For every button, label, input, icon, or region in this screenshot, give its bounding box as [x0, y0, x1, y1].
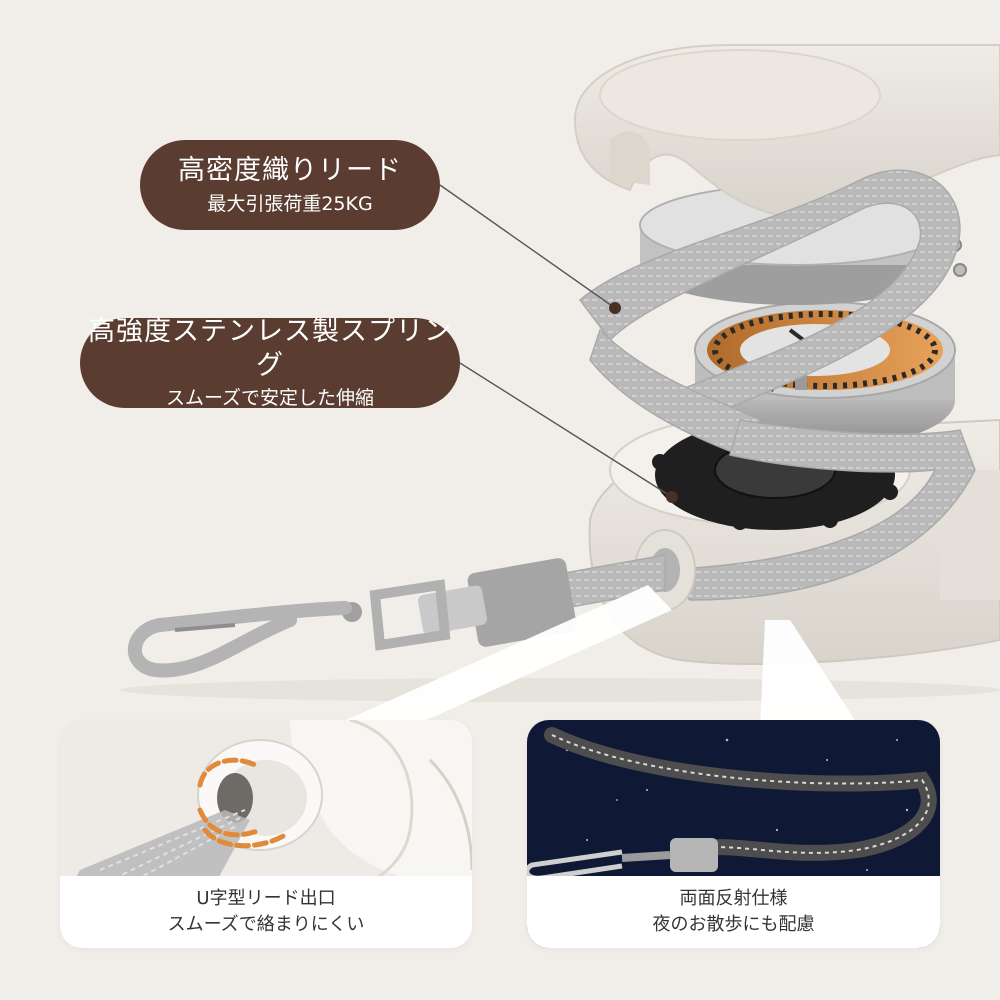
reflective-caption: 両面反射仕様 夜のお散歩にも配慮	[527, 876, 940, 948]
leash-extension	[417, 554, 666, 647]
outlet-caption-line1: U字型リード出口	[196, 887, 336, 909]
leash-strap	[578, 169, 976, 601]
detail-panel-outlet: U字型リード出口 スムーズで絡まりにくい	[60, 720, 472, 948]
callout-spring-subtitle: スムーズで安定した伸縮	[165, 387, 375, 410]
callout-spring: 高強度ステンレス製スプリング スムーズで安定した伸縮	[80, 315, 460, 410]
reflective-caption-line1: 両面反射仕様	[679, 887, 788, 909]
zoom-beam-reflective	[760, 620, 860, 728]
detail-panel-reflective: 両面反射仕様 夜のお散歩にも配慮	[527, 720, 940, 948]
outlet-caption-line2: スムーズで絡まりにくい	[167, 914, 365, 935]
snap-hook	[128, 579, 451, 678]
u-outlet-highlight-icon	[197, 757, 263, 838]
callout-leash: 高密度織りリード 最大引張荷重25KG	[140, 140, 440, 230]
callout-spring-title: 高強度ステンレス製スプリング	[88, 315, 452, 381]
zoom-beam-outlet	[335, 585, 672, 725]
callout-leash-subtitle: 最大引張荷重25KG	[207, 192, 373, 215]
reflective-caption-line2: 夜のお散歩にも配慮	[652, 914, 815, 935]
callout-leaders	[439, 184, 678, 503]
outlet-caption: U字型リード出口 スムーズで絡まりにくい	[60, 876, 472, 948]
callout-leash-title: 高密度織りリード	[178, 154, 402, 186]
